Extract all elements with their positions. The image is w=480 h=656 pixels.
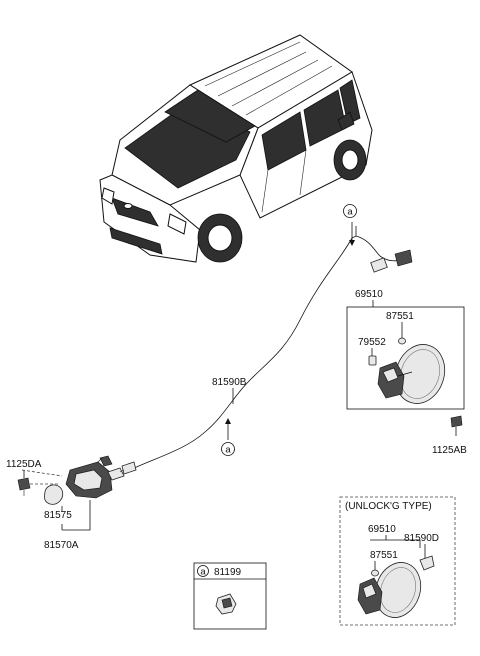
- detail-box-81199: a 81199: [193, 562, 267, 630]
- callout-marker-bottom: a: [221, 442, 235, 456]
- part-label-81199: 81199: [214, 567, 242, 578]
- callout-marker-label: a: [225, 445, 231, 456]
- vehicle-illustration: [99, 34, 373, 263]
- part-label-79552: 79552: [358, 337, 386, 348]
- part-label-1125AB: 1125AB: [432, 445, 467, 456]
- part-label-69510: 69510: [355, 289, 383, 300]
- part-label-1125DA: 1125DA: [6, 459, 42, 470]
- callout-arrows: [225, 222, 355, 440]
- unlock-label-69510: 69510: [368, 524, 396, 535]
- release-lever-assembly: 1125DA 81575 81570A: [6, 455, 125, 551]
- detail-marker-label: a: [200, 567, 206, 578]
- part-label-81590B: 81590B: [212, 377, 247, 388]
- unlock-title: (UNLOCK'G TYPE): [345, 501, 432, 512]
- cable-label: 81590B: [212, 377, 247, 404]
- callout-marker-top: a: [343, 204, 357, 218]
- unlock-label-87551: 87551: [370, 550, 398, 561]
- part-label-87551: 87551: [386, 311, 414, 322]
- screw-1125AB: 1125AB: [432, 415, 467, 456]
- unlock-label-81590D: 81590D: [404, 533, 439, 544]
- release-cable: [121, 226, 413, 475]
- unlocking-type-box: (UNLOCK'G TYPE) 69510 87551 81590D: [339, 496, 456, 626]
- part-label-81570A: 81570A: [44, 540, 79, 551]
- callout-marker-label: a: [347, 207, 353, 218]
- part-label-81575: 81575: [44, 510, 72, 521]
- fuel-door-assembly: 69510 87551 79552: [346, 289, 465, 410]
